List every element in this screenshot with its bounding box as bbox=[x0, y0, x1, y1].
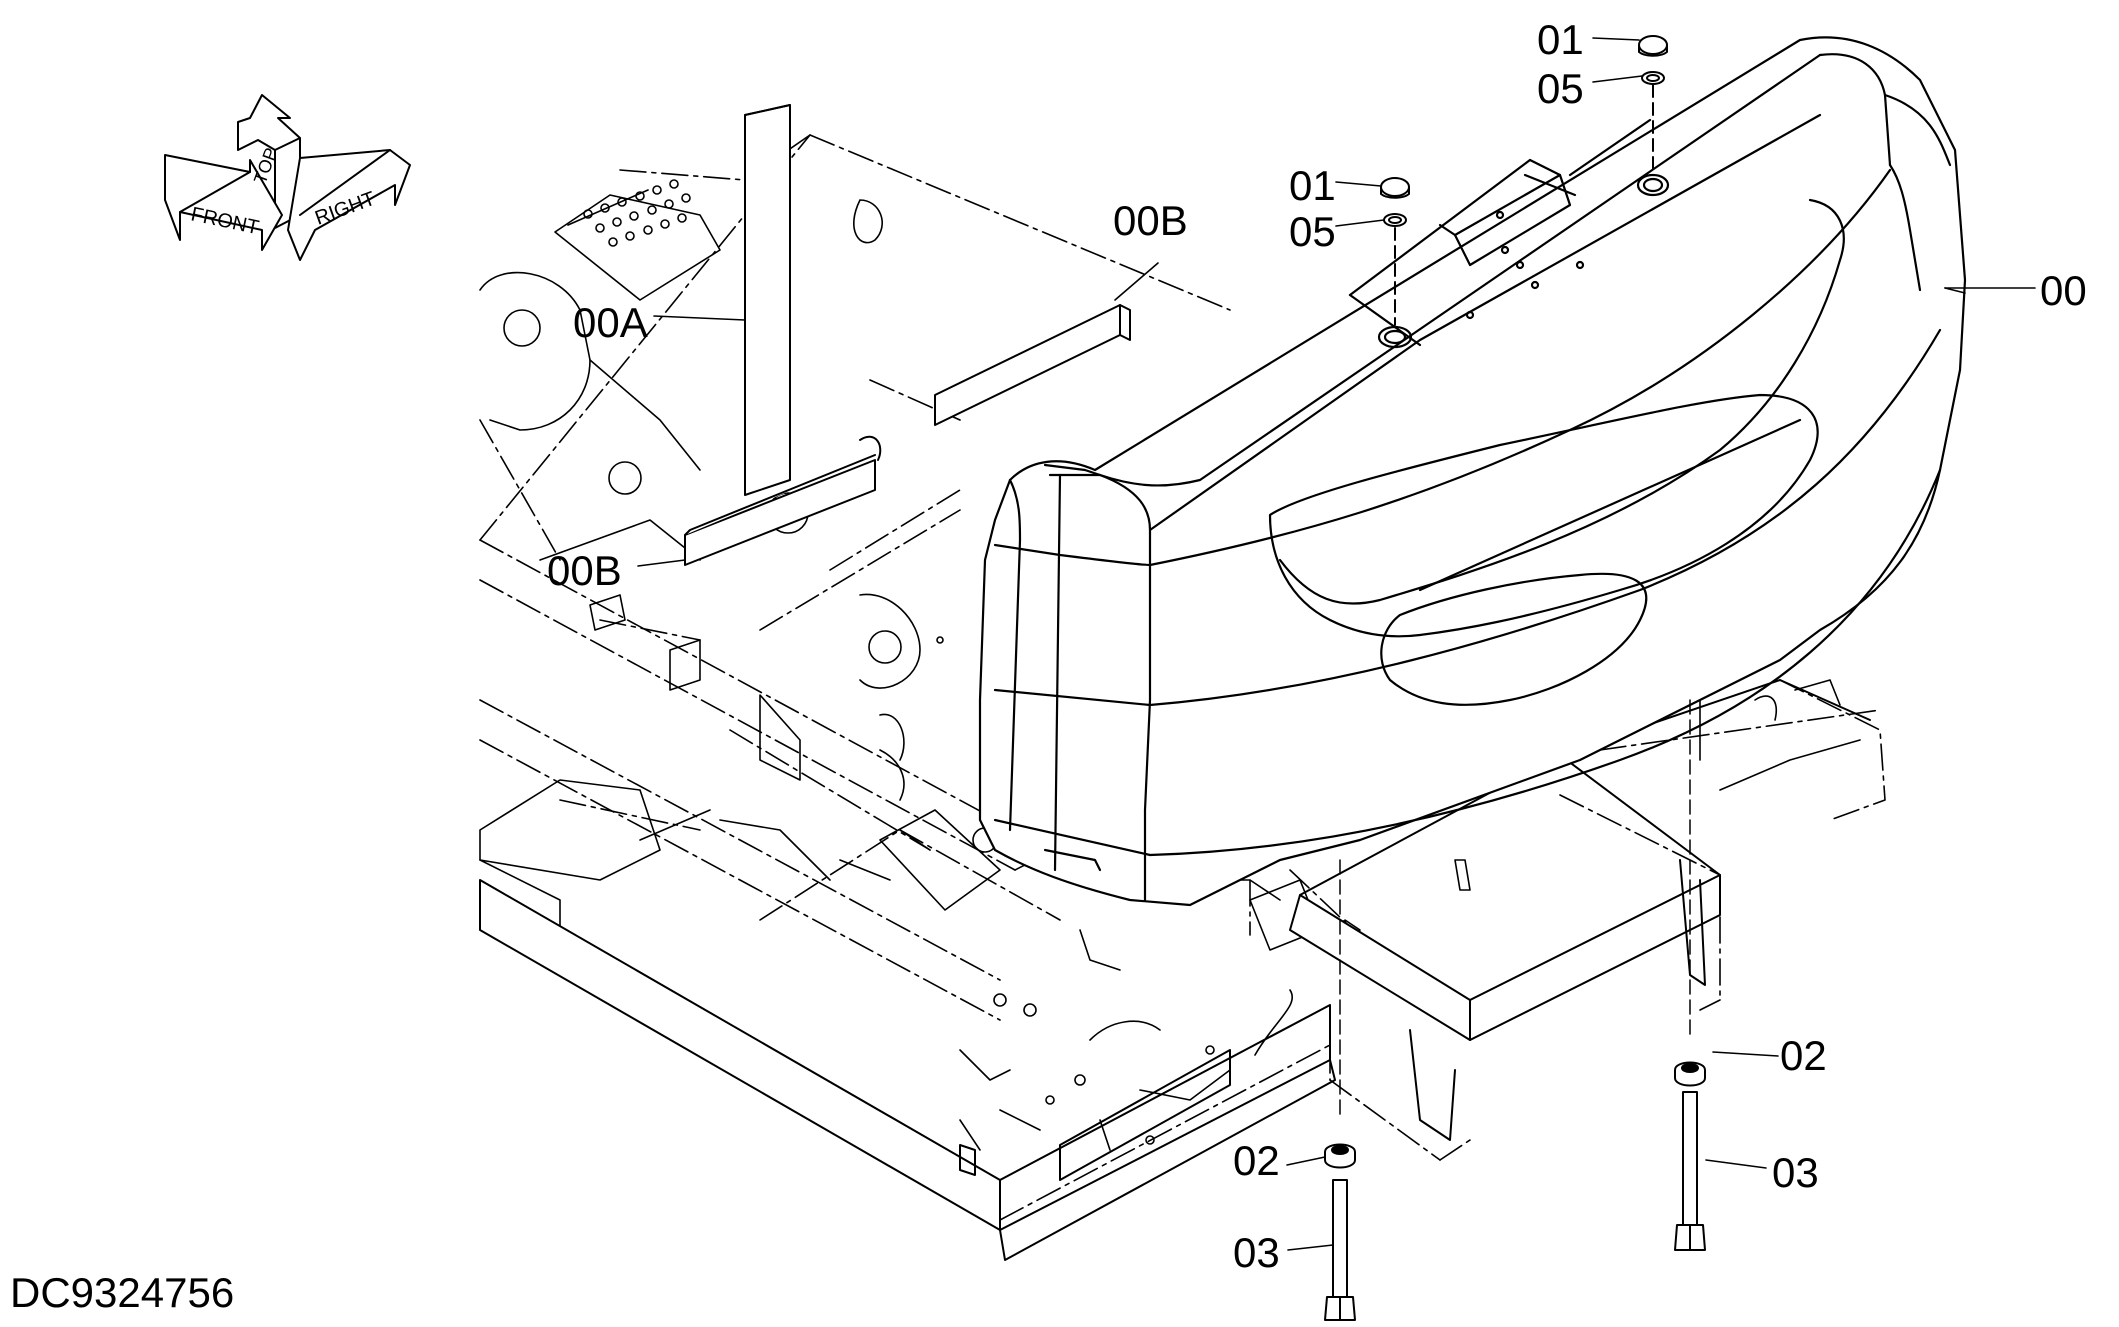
callout-03-right: 03 bbox=[1772, 1149, 1819, 1196]
orientation-indicator-icon: FRONT TOP RIGHT bbox=[164, 94, 411, 261]
callout-01-top: 01 bbox=[1537, 16, 1584, 63]
callout-00a: 00A bbox=[573, 299, 648, 346]
document-id: DC9324756 bbox=[10, 1269, 235, 1316]
callout-00b-bottom: 00B bbox=[547, 547, 622, 594]
cap-set-middle bbox=[1380, 177, 1410, 326]
callout-00b-top: 00B bbox=[1113, 197, 1188, 244]
callout-03-left: 03 bbox=[1233, 1229, 1280, 1276]
leader-lines bbox=[637, 37, 2036, 1251]
lifting-jig bbox=[684, 104, 1131, 566]
cap-set-top bbox=[1638, 35, 1668, 176]
callout-02-left: 02 bbox=[1233, 1137, 1280, 1184]
step-plate bbox=[583, 179, 691, 247]
callout-05-middle: 05 bbox=[1289, 208, 1336, 255]
counterweight bbox=[978, 36, 1967, 907]
callout-01-middle: 01 bbox=[1289, 162, 1336, 209]
bolt-set-right bbox=[1674, 699, 1706, 1251]
main-beam bbox=[479, 879, 1336, 1261]
callout-02-right: 02 bbox=[1780, 1032, 1827, 1079]
callout-05-top: 05 bbox=[1537, 65, 1584, 112]
callout-00: 00 bbox=[2040, 267, 2087, 314]
bolt-set-left bbox=[1324, 859, 1356, 1321]
